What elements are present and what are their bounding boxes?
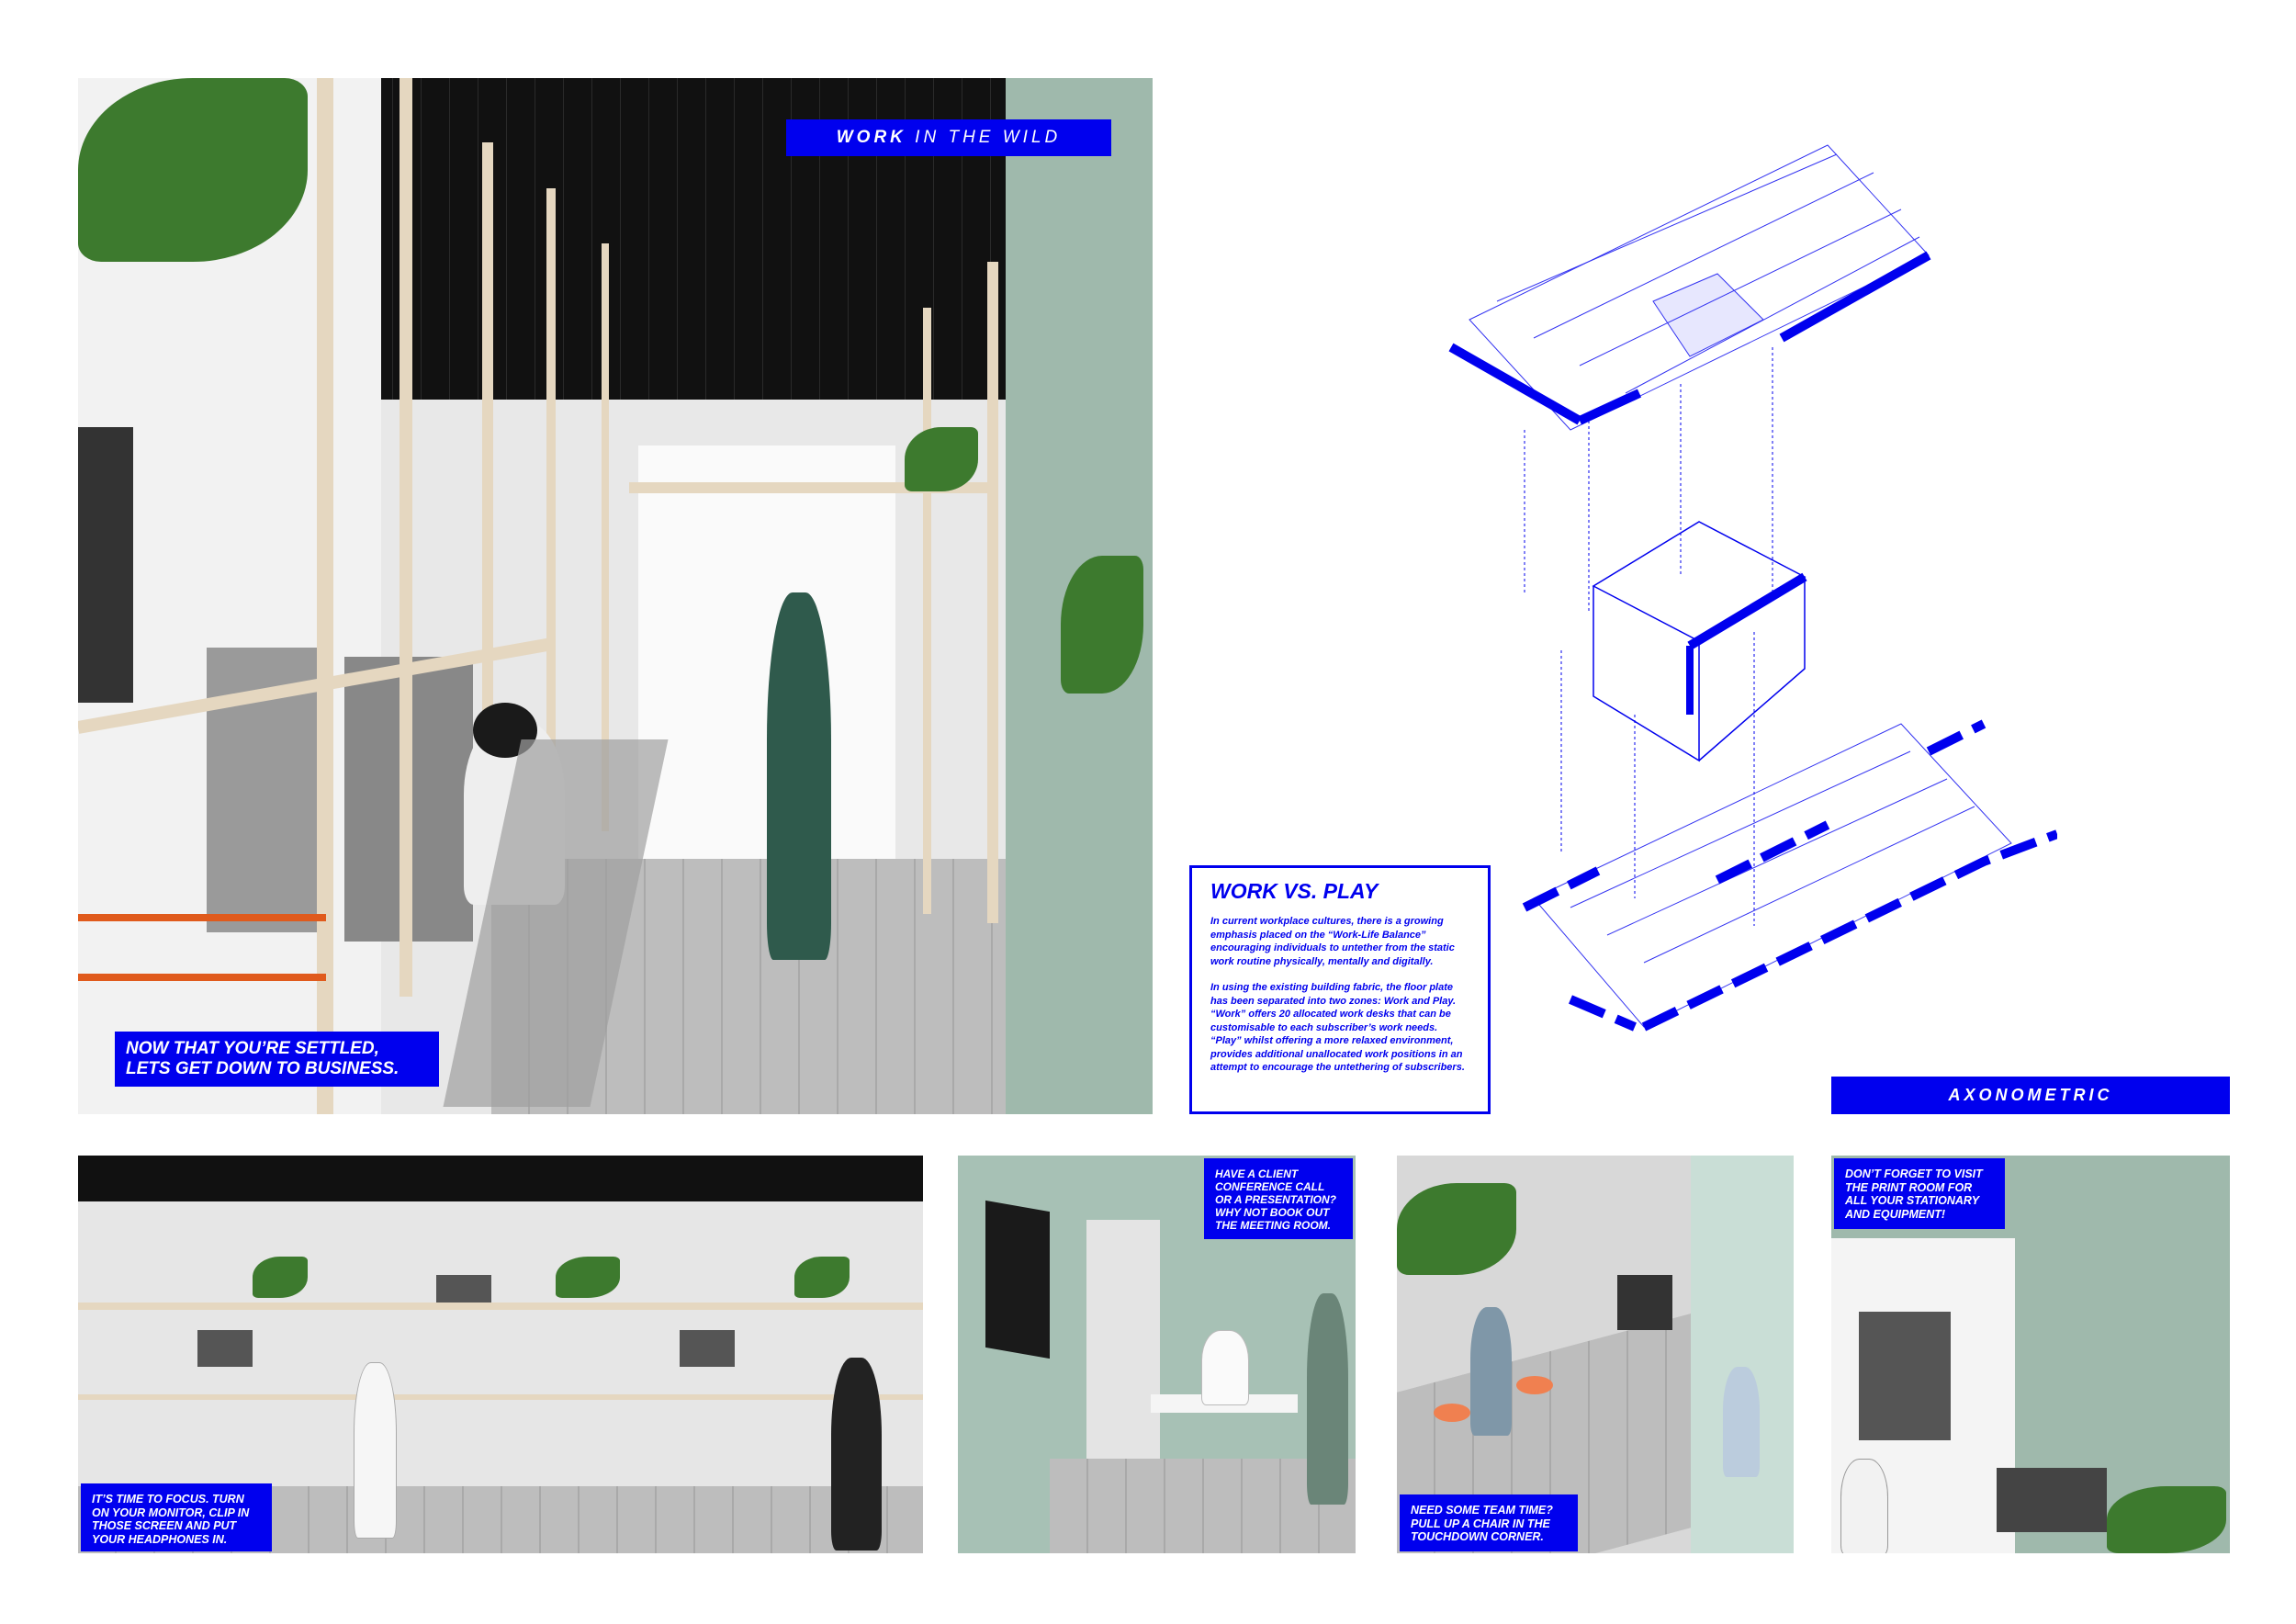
- label-strong: WORK: [836, 128, 906, 147]
- upper-floor-plate: [1469, 144, 1930, 431]
- main-caption: NOW THAT YOU’RE SETTLED, LETS GET DOWN T…: [115, 1032, 439, 1087]
- lower-wall-thick: [1522, 719, 2057, 1032]
- vignette-touchdown-corner: NEED SOME TEAM TIME? PULL UP A CHAIR IN …: [1397, 1156, 1794, 1553]
- vignette-caption: DON’T FORGET TO VISIT THE PRINT ROOM FOR…: [1834, 1158, 2005, 1229]
- intro-paragraph: In current workplace cultures, there is …: [1210, 916, 1455, 967]
- standing-woman-figure: [767, 592, 831, 960]
- vignette-caption: NEED SOME TEAM TIME? PULL UP A CHAIR IN …: [1400, 1494, 1578, 1551]
- main-render-image: WORK IN THE WILD NOW THAT YOU’RE SETTLED…: [78, 78, 1153, 1114]
- intro-heading: WORK VS. PLAY: [1210, 879, 1379, 903]
- caption-line: LETS GET DOWN TO BUSINESS.: [126, 1059, 400, 1078]
- vignette-caption: HAVE A CLIENT CONFERENCE CALL OR A PRESE…: [1204, 1158, 1353, 1239]
- vignette-print-room: DON’T FORGET TO VISIT THE PRINT ROOM FOR…: [1831, 1156, 2230, 1553]
- work-vs-play-textbox: WORK VS. PLAY In current workplace cultu…: [1189, 865, 1491, 1114]
- vignette-focus-desks: IT’S TIME TO FOCUS. TURN ON YOUR MONITOR…: [78, 1156, 923, 1553]
- axonometric-label: AXONOMETRIC: [1831, 1077, 2230, 1114]
- intro-paragraph: In using the existing building fabric, t…: [1210, 982, 1465, 1073]
- meeting-room-volume: [1592, 521, 1807, 762]
- connector-lines: [1524, 347, 1773, 926]
- lower-floor-plate: [1533, 723, 2012, 1028]
- vignette-caption: IT’S TIME TO FOCUS. TURN ON YOUR MONITOR…: [81, 1483, 272, 1551]
- label-rest: IN THE WILD: [906, 128, 1062, 147]
- upper-wall-thick: [1448, 251, 1931, 425]
- caption-line: NOW THAT YOU’RE SETTLED,: [126, 1039, 379, 1058]
- axonometric-diagram: [1448, 144, 2057, 1032]
- vignette-meeting-room: HAVE A CLIENT CONFERENCE CALL OR A PRESE…: [958, 1156, 1356, 1553]
- work-in-the-wild-label: WORK IN THE WILD: [786, 119, 1111, 156]
